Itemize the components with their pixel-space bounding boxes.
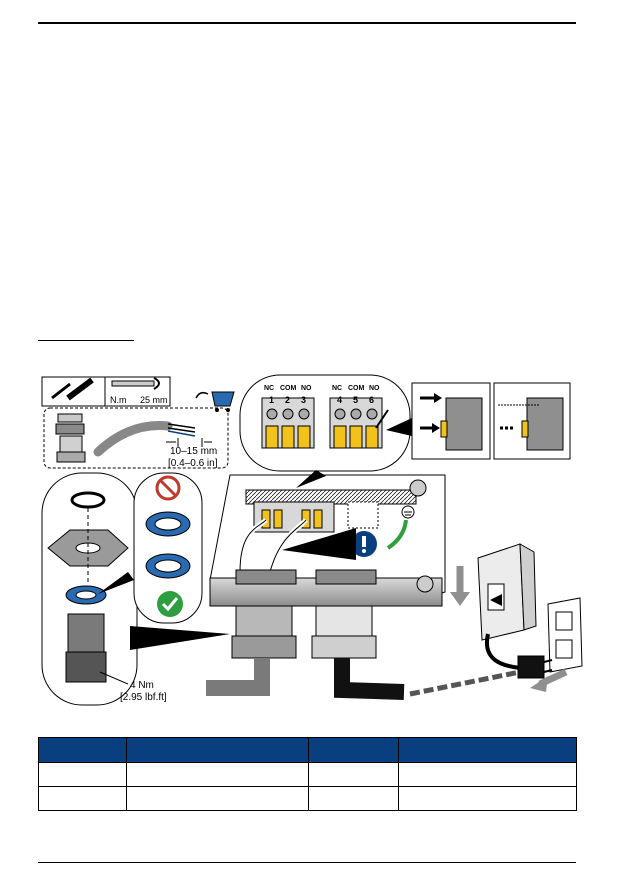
header-rule xyxy=(38,22,576,24)
terminal-3: 3 xyxy=(301,395,306,405)
disconnect-switch xyxy=(477,543,537,670)
strip-length-imperial: [0.4–0.6 in] xyxy=(168,458,218,469)
installation-illustration: N.m 25 mm 10–15 mm [0.4–0.6 in] xyxy=(41,374,583,706)
cable-gland-part xyxy=(55,413,86,463)
power-plug xyxy=(517,655,553,679)
relay-terminal-detail xyxy=(239,374,411,472)
wall-outlet xyxy=(547,597,583,673)
wrench-icon xyxy=(111,377,160,390)
tool-box xyxy=(41,376,171,407)
prohibited-icon xyxy=(155,475,181,501)
wrench-size-label: 25 mm xyxy=(140,395,168,405)
screwdriver-icon xyxy=(51,377,94,401)
table-cell xyxy=(126,762,309,787)
table-header-cell xyxy=(308,737,399,763)
table-cell xyxy=(308,786,399,811)
table-cell xyxy=(38,762,127,787)
section-heading-underline xyxy=(38,340,134,341)
check-icon xyxy=(157,591,183,617)
terminal-1: 1 xyxy=(269,395,274,405)
relay1-no: NO xyxy=(301,385,312,392)
table-row xyxy=(38,786,577,811)
torque-spec-imperial: [2.95 lbf.ft] xyxy=(120,692,167,703)
cart-icon xyxy=(195,391,235,412)
table-row xyxy=(38,762,577,787)
info-icon xyxy=(351,531,377,557)
table-header-cell xyxy=(126,737,309,763)
relay1-nc: NC xyxy=(264,385,274,392)
relay1-com: COM xyxy=(280,385,297,392)
relay2-com: COM xyxy=(348,385,365,392)
strip-length-metric: 10–15 mm xyxy=(170,446,217,457)
torque-unit-label: N.m xyxy=(110,395,127,405)
enclosure-cable-glands xyxy=(206,605,405,700)
terminal-5: 5 xyxy=(353,395,358,405)
table-header-row xyxy=(38,737,577,763)
table-header-cell xyxy=(38,737,127,763)
table-cell xyxy=(308,762,399,787)
table-cell xyxy=(398,762,577,787)
stripped-cable xyxy=(93,421,173,457)
relay2-no: NO xyxy=(369,385,380,392)
power-cord xyxy=(409,669,521,697)
footer-rule xyxy=(38,862,576,863)
table-cell xyxy=(398,786,577,811)
ground-icon xyxy=(401,505,415,519)
relay2-nc: NC xyxy=(332,385,342,392)
torque-spec-metric: 4 Nm xyxy=(130,680,154,691)
connector-steps xyxy=(411,382,571,460)
terminal-6: 6 xyxy=(369,395,374,405)
table-header-cell xyxy=(398,737,577,763)
gland-assembly-detail xyxy=(41,472,203,706)
specification-table xyxy=(38,737,577,811)
table-cell xyxy=(38,786,127,811)
terminal-2: 2 xyxy=(285,395,290,405)
table-cell xyxy=(126,786,309,811)
terminal-4: 4 xyxy=(337,395,342,405)
